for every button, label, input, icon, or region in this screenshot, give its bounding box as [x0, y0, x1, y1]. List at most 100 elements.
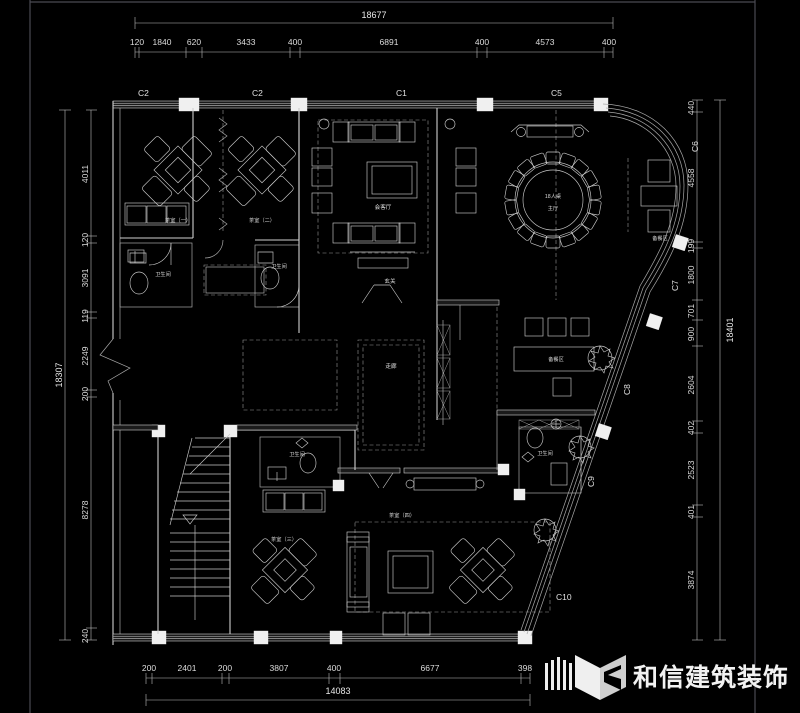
exterior-wall-top [112, 97, 609, 112]
dim-right-seg-8: 2523 [686, 460, 696, 479]
dim-right-seg-4: 701 [686, 304, 696, 318]
sheet-border [29, 0, 756, 713]
dim-right-seg-10: 3874 [686, 570, 696, 589]
room-label-bath4: 卫生间 [537, 449, 553, 457]
dim-top-seg-1: 1840 [153, 37, 172, 47]
parlour-console [357, 257, 409, 269]
tea3-table-set [251, 538, 317, 604]
window-tag-c5: C5 [551, 88, 562, 98]
corridor-ceiling-inner [362, 344, 420, 446]
tea3-sofa [262, 489, 326, 513]
dim-left-seg-6: 8278 [80, 500, 90, 519]
dim-bottom-seg-4: 400 [327, 663, 341, 673]
dim-bottom-seg-3: 3807 [270, 663, 289, 673]
dim-left-seg-5: 200 [80, 387, 90, 401]
ceiling-light-right [444, 118, 456, 130]
parlour-armchair-r3 [455, 192, 477, 214]
room-tea4: 茶室（四） [346, 511, 551, 636]
mainhall-sideboard [510, 124, 590, 138]
room-label-bath2: 卫生间 [271, 262, 287, 270]
room-main-hall: 18人桌 主厅 备餐区 备餐区 [496, 110, 678, 417]
room-label-tea1: 茶室（一） [165, 216, 191, 224]
tea4-sofa [346, 531, 370, 613]
room-label-service1: 备餐区 [652, 234, 668, 242]
exterior-wall-bottom [112, 630, 533, 645]
window-tag-c2-a: C2 [138, 88, 149, 98]
bath4-wc [526, 427, 544, 449]
dimension-bottom: 200 2401 200 3807 400 6677 398 14083 [142, 663, 532, 706]
parlour-ceiling-outline [317, 119, 429, 254]
dim-right-seg-3: 1800 [686, 265, 696, 284]
dim-bottom-total: 14083 [325, 686, 350, 696]
parlour-armchair-l2 [311, 167, 333, 187]
dim-left-seg-3: 119 [80, 309, 90, 323]
dim-right-seg-5: 900 [686, 327, 696, 341]
ceiling-light-left [318, 118, 330, 130]
window-tag-c9: C9 [586, 476, 596, 487]
exterior-wall-left [99, 101, 131, 645]
bath4-sink [550, 462, 568, 486]
stair-treads [169, 437, 230, 600]
dim-right-total: 18401 [725, 317, 735, 342]
dim-top-seg-5: 6891 [380, 37, 399, 47]
room-tea2: 茶室（二） 卫生间 [204, 108, 300, 308]
dim-left-seg-2: 3091 [80, 268, 90, 287]
tea4-table-set [449, 538, 515, 604]
room-label-bath3: 卫生间 [289, 450, 305, 458]
bath4-wall-hatch [518, 419, 580, 430]
window-tags: C2 C2 C1 C5 C6 C7 C8 C9 C10 [138, 88, 700, 602]
dim-left-total: 18307 [54, 362, 64, 387]
plant-icon-1 [587, 345, 616, 374]
round-table-18: 18人桌 主厅 [504, 151, 602, 249]
dim-right-seg-1: 4558 [686, 168, 696, 187]
dim-left-seg-1: 120 [80, 233, 90, 247]
tea4-ottoman-1 [382, 612, 406, 636]
tea4-ottoman-2 [407, 612, 431, 636]
plant-icon-3 [533, 518, 560, 547]
dim-right-seg-6: 2604 [686, 375, 696, 394]
corridor-left-ceiling [242, 339, 338, 411]
mainhall-service-counter: 备餐区 [496, 307, 595, 417]
corridor-console [413, 477, 477, 491]
hexin-logo-mark [545, 655, 626, 700]
dim-top-seg-6: 400 [475, 37, 489, 47]
tea4-coffee-table [387, 550, 434, 594]
tea4-ceiling-outline [354, 521, 551, 613]
dimension-left: 18307 4011 120 3091 119 2249 200 8278 24… [54, 109, 97, 643]
room-label-entry: 玄关 [384, 277, 396, 285]
dim-top-seg-8: 400 [602, 37, 616, 47]
dim-bottom-seg-6: 398 [518, 663, 532, 673]
dim-right-seg-0: 440 [686, 101, 696, 115]
parlour-sofa-bottom [332, 222, 416, 244]
room-bath4: 卫生间 [513, 418, 595, 547]
stair-direction-arrow [182, 514, 198, 525]
room-corridor: 走廊 [242, 320, 510, 491]
dim-bottom-seg-5: 6677 [421, 663, 440, 673]
dim-bottom-seg-0: 200 [142, 663, 156, 673]
mainhall-side-chairs: 备餐区 [627, 158, 678, 242]
dim-right-seg-9: 401 [686, 505, 696, 519]
window-tag-c10: C10 [556, 592, 572, 602]
room-label-mainhall: 主厅 [548, 204, 558, 212]
dim-left-seg-7: 240 [80, 629, 90, 643]
entry-foyer [203, 264, 267, 296]
dim-bottom-seg-2: 200 [218, 663, 232, 673]
room-label-maintable: 18人桌 [545, 192, 561, 200]
interior-walls [112, 299, 596, 493]
dim-top-seg-3: 3433 [237, 37, 256, 47]
room-label-tea4: 茶室（四） [389, 511, 415, 519]
window-tag-c8: C8 [622, 384, 632, 395]
room-bath2: 卫生间 [254, 244, 300, 308]
dimension-right: 18401 440 4558 199 1800 701 900 2604 402… [686, 99, 735, 641]
window-tag-c1: C1 [396, 88, 407, 98]
parlour-armchair-r2 [455, 167, 477, 187]
room-label-corridor: 走廊 [385, 362, 397, 370]
room-label-tea3: 茶室（三） [271, 535, 297, 543]
room-label-service2: 备餐区 [548, 355, 564, 363]
dim-right-seg-2: 199 [686, 239, 696, 253]
tea1-table-set [142, 136, 212, 206]
corridor-ceiling-outer [357, 339, 425, 451]
dimension-top: 18677 120 1840 620 3433 400 6891 400 457… [130, 10, 616, 58]
dim-right-seg-7: 402 [686, 421, 696, 435]
